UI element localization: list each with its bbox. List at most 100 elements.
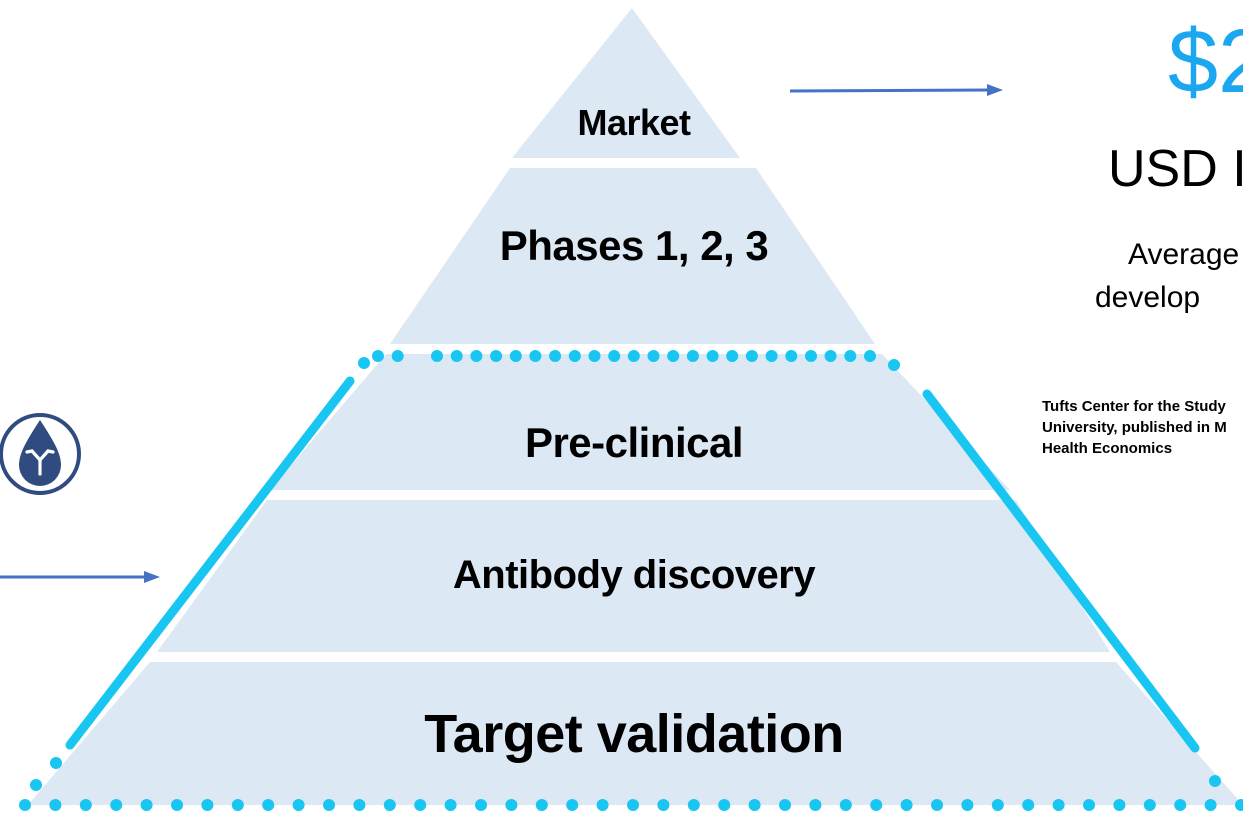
- highlight-dot: [19, 799, 31, 811]
- highlight-dot: [49, 799, 62, 811]
- highlight-dot: [748, 799, 761, 811]
- highlight-dot: [779, 799, 791, 811]
- highlight-dot: [358, 357, 370, 369]
- highlight-dots: [19, 350, 1243, 811]
- highlight-dot: [608, 350, 621, 362]
- highlight-dot: [535, 799, 548, 811]
- highlight-dot: [140, 799, 153, 811]
- highlight-left-edge: [65, 376, 355, 750]
- arrow-left-head: [144, 571, 160, 583]
- highlight-dot: [900, 799, 913, 811]
- label-phases: Phases 1, 2, 3: [500, 222, 769, 269]
- highlight-dot: [931, 799, 943, 811]
- highlight-dot: [262, 799, 275, 811]
- antibody-droplet-icon: [0, 413, 81, 495]
- highlight-dot: [657, 799, 670, 811]
- highlight-dot: [745, 350, 758, 362]
- highlight-border: [65, 376, 1200, 753]
- highlight-dot: [292, 799, 305, 811]
- pyramid-layers: [28, 8, 1243, 805]
- arrows: [0, 84, 1003, 583]
- label-antibody-discovery: Antibody discovery: [453, 553, 816, 597]
- highlight-dot: [323, 799, 335, 811]
- highlight-dot: [718, 799, 731, 811]
- highlight-dot: [839, 799, 852, 811]
- cost-amount: $2: [1168, 12, 1243, 112]
- highlight-dot: [470, 350, 483, 362]
- highlight-dot: [30, 779, 42, 791]
- highlight-dot: [1235, 799, 1243, 811]
- highlight-dot: [201, 799, 214, 811]
- highlight-dot: [1052, 799, 1065, 811]
- source-line1: Tufts Center for the Study: [1042, 398, 1227, 415]
- highlight-dot: [1143, 799, 1156, 811]
- highlight-dot: [529, 350, 542, 362]
- highlight-dot: [490, 350, 503, 362]
- highlight-dot: [444, 799, 457, 811]
- label-market: Market: [577, 102, 691, 143]
- highlight-dot: [505, 799, 518, 811]
- source-line2: University, published in M: [1042, 419, 1227, 436]
- highlight-dot: [726, 350, 739, 362]
- highlight-dot: [627, 350, 640, 362]
- highlight-dot: [667, 350, 680, 362]
- highlight-dot: [353, 799, 366, 811]
- highlight-dot: [1022, 799, 1035, 811]
- highlight-dot: [475, 799, 487, 811]
- highlight-dot: [1209, 775, 1221, 787]
- highlight-dot: [785, 350, 798, 362]
- label-preclinical: Pre-clinical: [525, 419, 743, 466]
- highlight-dot: [566, 799, 579, 811]
- highlight-dot: [844, 350, 857, 362]
- highlight-dot: [809, 799, 822, 811]
- highlight-dot: [509, 350, 522, 362]
- highlight-dot: [824, 350, 837, 362]
- highlight-dot: [171, 799, 183, 811]
- highlight-dot: [110, 799, 123, 811]
- layer-market: [512, 8, 740, 158]
- highlight-dot: [588, 350, 601, 362]
- highlight-dot: [568, 350, 581, 362]
- highlight-dot: [79, 799, 92, 811]
- highlight-dot: [627, 799, 639, 811]
- highlight-dot: [647, 350, 660, 362]
- highlight-dot: [1204, 799, 1217, 811]
- highlight-dot: [991, 799, 1004, 811]
- highlight-dot: [450, 350, 463, 362]
- cost-description-line2: develop: [1095, 281, 1200, 314]
- highlight-dot: [549, 350, 562, 362]
- highlight-dot: [864, 350, 876, 362]
- highlight-dot: [888, 359, 900, 371]
- highlight-dot: [431, 350, 443, 362]
- label-target-validation: Target validation: [424, 704, 844, 764]
- highlight-dot: [391, 350, 404, 362]
- source-line3: Health Economics: [1042, 440, 1172, 457]
- cost-unit: USD I: [1108, 140, 1243, 198]
- cost-description-line1: Average: [1128, 238, 1239, 271]
- highlight-dot: [961, 799, 974, 811]
- layer-antibody-discovery: [157, 500, 1110, 652]
- highlight-dot: [1083, 799, 1095, 811]
- highlight-dot: [231, 799, 244, 811]
- arrow-right-line: [789, 88, 991, 93]
- highlight-dot: [805, 350, 817, 362]
- layer-preclinical: [270, 354, 1010, 490]
- highlight-dot: [1113, 799, 1126, 811]
- highlight-dot: [687, 799, 700, 811]
- highlight-dot: [765, 350, 778, 362]
- highlight-right-edge: [922, 389, 1200, 753]
- highlight-dot: [686, 350, 699, 362]
- pyramid-labels: Market Phases 1, 2, 3 Pre-clinical Antib…: [424, 102, 844, 764]
- highlight-dot: [50, 757, 62, 769]
- highlight-dot: [1174, 799, 1187, 811]
- highlight-dot: [383, 799, 396, 811]
- highlight-dot: [372, 350, 384, 362]
- layer-phases: [390, 168, 875, 344]
- layer-target-validation: [28, 662, 1243, 805]
- highlight-dot: [414, 799, 427, 811]
- highlight-dot: [596, 799, 609, 811]
- arrow-right-head: [987, 84, 1003, 96]
- highlight-dot: [870, 799, 883, 811]
- highlight-dot: [706, 350, 719, 362]
